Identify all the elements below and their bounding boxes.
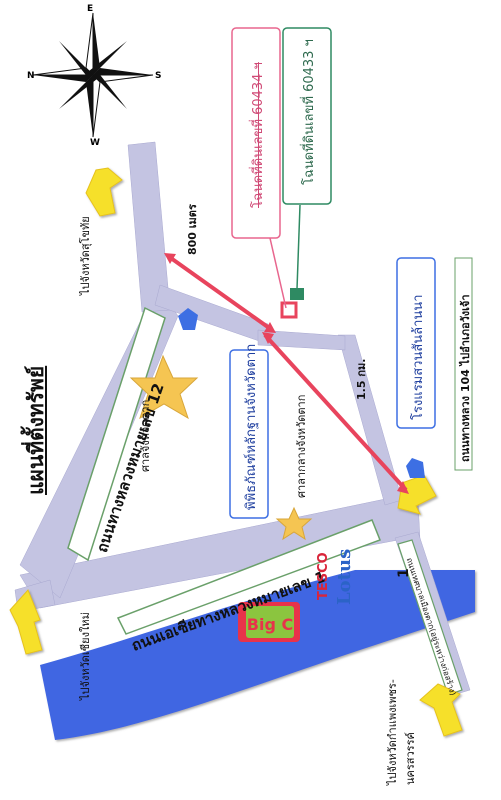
road-right-vertical (337, 334, 403, 506)
near-road-strip (397, 539, 463, 696)
direction-arrows (9, 167, 463, 737)
roads (14, 141, 471, 697)
label-tesco: TESCO (316, 552, 331, 600)
label-highway-104: ถนนทางหลวง 104 ไปอำเภอวังเจ้า (459, 294, 472, 462)
distance-line-800m (166, 254, 274, 332)
bigc-text: Big C (247, 615, 293, 634)
label-museum: พิพิธภัณฑ์หลักฐานจังหวัดตาก (244, 343, 259, 510)
bigc-logo: Big C (238, 602, 300, 642)
hotel-marker (406, 458, 425, 478)
property-red (280, 301, 298, 319)
label-to-chiangmai: ไปจังหวัดเชียงใหม่ (79, 612, 92, 700)
label-lotus: Lotus (334, 548, 355, 605)
label-to-kamphaeng: ไปจังหวัดกำแพงเพชร-นครสวรรค์ (386, 679, 417, 785)
asian1-strip (116, 519, 381, 635)
deed1-box (231, 27, 281, 239)
highway104-strip (454, 257, 473, 471)
deed2-pointer (296, 204, 301, 290)
deed2-box (282, 27, 332, 205)
compass-w-label: W (90, 138, 100, 148)
arrow-to-chiangmai (9, 589, 43, 655)
compass-n-label: N (27, 71, 35, 81)
label-deed-60433: โฉนดที่ดินเลขที่ 60433 ฯ (302, 39, 317, 185)
distance-line-15km (263, 333, 408, 492)
museum-marker (178, 308, 198, 330)
road-connector (257, 329, 346, 351)
property-green (290, 288, 304, 300)
distance-lines (166, 254, 408, 492)
label-city-hall: ศาลากลางจังหวัดตาก (295, 394, 308, 498)
label-court: ศาลจังหวัดตาก (139, 399, 152, 472)
compass-s-label: S (155, 71, 161, 81)
label-deed-60434: โฉนดที่ดินเลขที่ 60434 ฯ (251, 62, 266, 208)
hotel-box (396, 257, 436, 429)
label-hotel: โรงแรมสวนสันล้านนา (411, 294, 426, 420)
label-1-5km: 1.5 กม. (355, 358, 368, 400)
river (40, 570, 475, 740)
highway12-strip (67, 306, 166, 562)
compass-e-label: E (87, 4, 93, 14)
arrow-highway-104 (397, 474, 437, 515)
museum-box (229, 349, 269, 519)
deed1-pointer (266, 224, 287, 309)
star-court (129, 354, 199, 420)
label-800m: 800 เมตร (186, 204, 199, 255)
star-city-hall (275, 506, 313, 541)
label-to-sukhothai: ไปจังหวัดสุโขทัย (79, 216, 92, 295)
label-road-1-marker: 1 (396, 568, 412, 578)
map-title: แผนที่ตั้งทรัพย์ (24, 365, 48, 495)
arrow-to-kamphaeng (419, 683, 463, 737)
compass-rose: E N S W (27, 4, 161, 148)
arrow-to-sukhothai (85, 167, 123, 217)
